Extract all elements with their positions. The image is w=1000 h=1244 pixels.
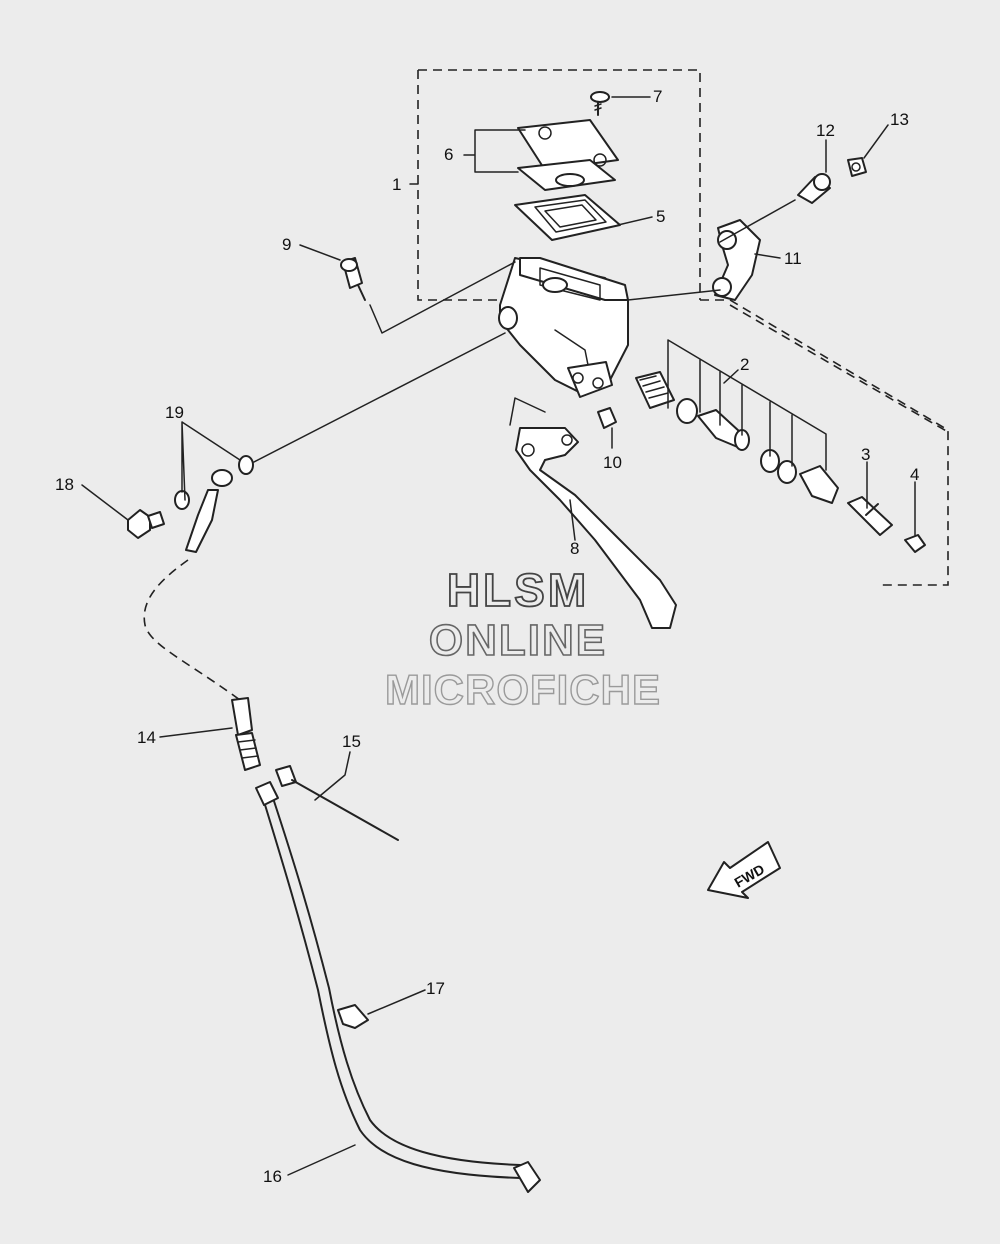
callout-12: 12: [816, 121, 835, 140]
callout-6: 6: [444, 145, 453, 164]
cap-screw: [590, 91, 610, 116]
callout-11: 11: [784, 249, 802, 268]
clutch-lever: [515, 427, 677, 629]
holder-bolt-axis: [719, 199, 796, 243]
callout-9: 9: [282, 235, 291, 254]
banjo-washer-upper: [238, 455, 254, 475]
forward-direction-arrow: FWD: [707, 841, 781, 899]
callout-1: 1: [392, 175, 401, 194]
callout-19: 19: [165, 403, 184, 422]
hose-clamp: [337, 1004, 369, 1029]
hose-lower-fitting: [231, 697, 261, 771]
callout-7: 7: [653, 87, 662, 106]
callout-13: 13: [890, 110, 909, 129]
cable-tie: [275, 765, 399, 841]
piston-bracket-lines: [667, 339, 827, 471]
holder-nut: [847, 157, 867, 177]
diaphragm: [514, 194, 621, 241]
callout-2: 2: [740, 355, 749, 374]
callout-17: 17: [426, 979, 445, 998]
callout-14: 14: [137, 728, 156, 747]
callout-18: 18: [55, 475, 74, 494]
piston-kit: [635, 371, 839, 504]
holder-bolt: [797, 173, 831, 204]
bolt-9-axis: [369, 261, 516, 334]
lever-nut: [597, 407, 617, 429]
banjo-washer-lower: [174, 490, 190, 510]
clutch-hose-pipe: [255, 781, 541, 1193]
callout-16: 16: [263, 1167, 282, 1186]
assembly-1-outline: [417, 69, 949, 586]
lever-pivot-bolt: [340, 257, 366, 301]
rod-boot: [904, 534, 926, 553]
hose-banjo-fitting: [185, 469, 233, 553]
callout-leaders: [81, 96, 916, 1176]
callout-3: 3: [861, 445, 870, 464]
banjo-axis: [253, 332, 506, 463]
lever-pivot-leader: [509, 397, 546, 426]
watermark-line-1: HLSM: [447, 564, 589, 616]
holder-lower-axis: [627, 289, 721, 301]
watermark-line-2: ONLINE: [429, 616, 607, 665]
callout-4: 4: [910, 465, 919, 484]
assembly-2-outline: [729, 304, 949, 433]
callout-5: 5: [656, 207, 665, 226]
callout-8: 8: [570, 539, 579, 558]
callout-10: 10: [603, 453, 622, 472]
brake-hose-route: [143, 559, 241, 701]
reservoir-cap: [517, 119, 619, 191]
watermark-line-3: MICROFICHE: [385, 666, 661, 713]
callout-15: 15: [342, 732, 361, 751]
banjo-bolt: [127, 509, 165, 539]
push-rod: [847, 496, 893, 536]
master-cylinder-body: [498, 257, 629, 398]
